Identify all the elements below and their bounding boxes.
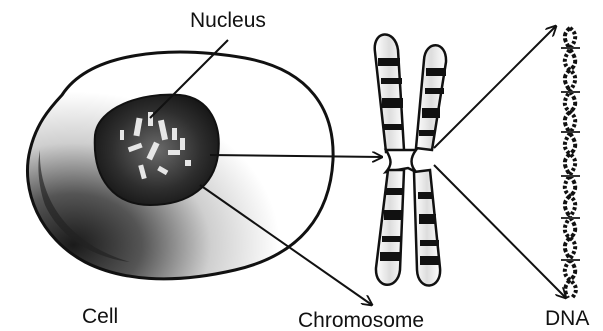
- arrow-chromosome-to-dna-top: [434, 26, 556, 148]
- chromatid-left-upper: [375, 34, 404, 152]
- label-dna: DNA: [545, 307, 589, 330]
- chromatid-right-lower: [414, 170, 440, 286]
- label-cell: Cell: [82, 305, 118, 328]
- dna-helix: [561, 28, 580, 298]
- label-chromosome: Chromosome: [298, 309, 424, 331]
- chromatid-left-lower: [376, 170, 404, 285]
- arrow-chromosome-to-dna-bottom: [434, 165, 566, 298]
- label-nucleus: Nucleus: [190, 9, 266, 32]
- centromere: [386, 150, 416, 172]
- chromosome: [375, 34, 446, 285]
